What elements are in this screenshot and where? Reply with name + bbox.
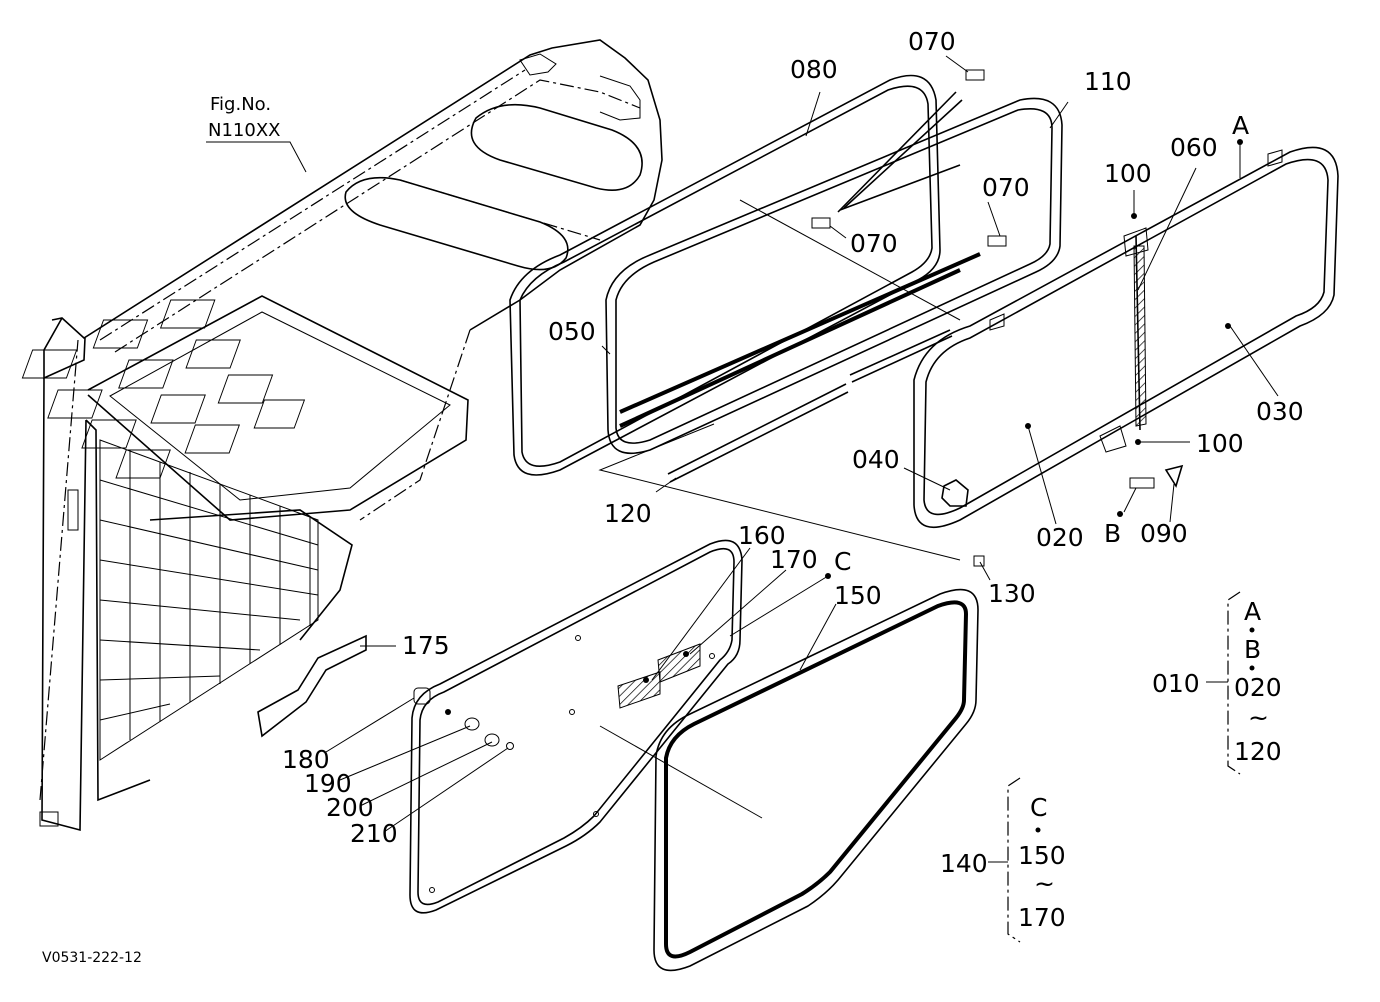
callout-080: 080 [790,55,838,84]
callout-030: 030 [1256,397,1304,426]
callout-B: B [1104,519,1121,548]
callout-090: 090 [1140,519,1188,548]
callout-100-top: 100 [1104,159,1152,188]
callout-050: 050 [548,317,596,346]
seal-150 [653,588,979,972]
callout-100-bottom: 100 [1196,429,1244,458]
cab-frame [21,39,663,832]
callout-020: 020 [1036,523,1084,552]
callout-070-top: 070 [908,27,956,56]
callout-170: 170 [770,545,818,574]
drawing-code: V0531-222-12 [42,950,142,966]
figure-caption-line2: N110XX [208,120,280,141]
sliding-window-assembly [913,146,1339,567]
assembly-010-range: ~ [1248,703,1269,732]
callout-110: 110 [1084,67,1132,96]
assembly-010-item-020: 020 [1234,673,1282,702]
callout-175: 175 [402,631,450,660]
roof-grille [21,299,306,479]
seal-080 [509,74,941,476]
callout-130: 130 [988,579,1036,608]
door-panel [409,539,743,914]
assembly-010-item-120: 120 [1234,737,1282,766]
callout-200: 200 [326,793,374,822]
callout-160: 160 [738,521,786,550]
rubber-strips [619,69,1007,483]
callout-070-mid: 070 [850,229,898,258]
leader-lines [206,55,1279,833]
assembly-010-item-A: A [1244,597,1261,626]
assembly-140-range: ~ [1034,869,1055,898]
assembly-140-item-170: 170 [1018,903,1066,932]
callout-labels: 070 080 110 A 060 100 070 070 050 030 10… [282,27,1304,848]
callout-A: A [1232,111,1249,140]
assembly-140-group: 140 C 150 ~ 170 [940,777,1066,943]
assembly-140-item-C: C [1030,793,1047,822]
figure-caption-line1: Fig.No. [210,94,271,115]
assembly-010-item-B: B [1244,635,1261,664]
small-hardware [257,634,514,750]
callout-C: C [834,547,851,576]
assembly-140-item-150: 150 [1018,841,1066,870]
callout-210: 210 [350,819,398,848]
callout-060: 060 [1170,133,1218,162]
callout-120: 120 [604,499,652,528]
glass-110 [605,97,1063,454]
callout-180: 180 [282,745,330,774]
assembly-140-parent: 140 [940,849,988,878]
callout-190: 190 [304,769,352,798]
callout-150: 150 [834,581,882,610]
callout-070-right: 070 [982,173,1030,202]
side-screen-mesh [99,439,319,761]
leader-dots [825,139,1243,579]
callout-040: 040 [852,445,900,474]
assembly-010-group: 010 A B 020 ~ 120 [1152,591,1282,775]
assembly-010-parent: 010 [1152,669,1200,698]
